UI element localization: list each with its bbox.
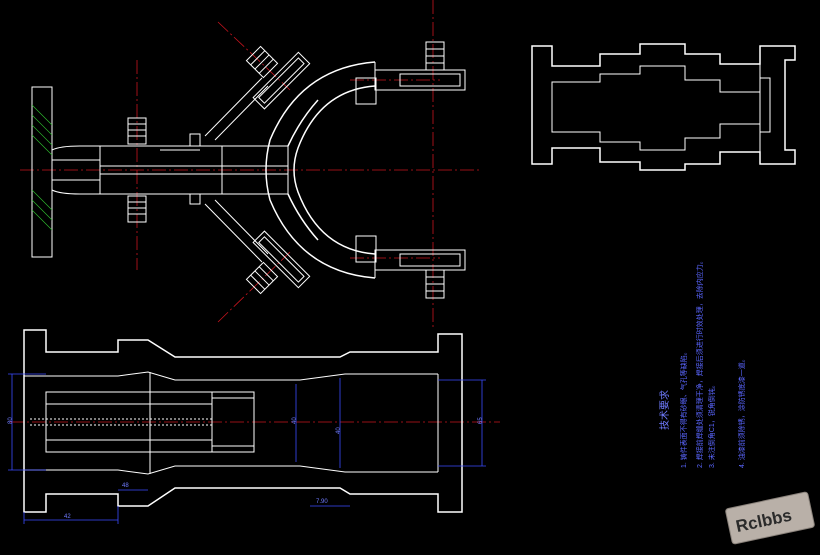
dim-label-left-height: 80 <box>8 417 14 424</box>
diag-bolt-upper <box>245 45 279 79</box>
notes-line-4: 4. 油漆前须除锈，涂防锈底漆一道。 <box>737 355 746 468</box>
fork-inner-arc <box>293 85 376 255</box>
diag-tube-upper <box>252 51 311 110</box>
fork-lower-link <box>287 193 319 241</box>
dim-label-overall: 42 <box>64 514 71 520</box>
notes-line-3: 3. 未注倒角C1，锐角倒钝。 <box>707 381 716 468</box>
rclbbs-watermark-logo: Rclbbs <box>725 491 815 545</box>
bolt-upper-right <box>425 41 445 71</box>
bolt-top-left <box>127 117 147 145</box>
dim-label-right-height: 65 <box>478 417 484 424</box>
fork-assembly-view <box>20 0 480 330</box>
notes-title: 技术要求 <box>658 390 671 430</box>
diag-tube-lower <box>252 230 311 289</box>
dim-label-inner-b: 40 <box>336 427 342 434</box>
small-fitting-bottom <box>189 193 201 205</box>
flange-body <box>31 86 53 258</box>
bolt-bottom-left <box>127 195 147 223</box>
technical-notes: 技术要求 1. 铸件表面不得有砂眼、气孔等缺陷。 2. 焊接前焊缝处须清理干净，… <box>658 257 746 468</box>
dim-label-step: 48 <box>122 483 129 489</box>
tube-upper-right <box>355 69 466 105</box>
fork-upper-link <box>287 99 319 147</box>
notes-line-1: 1. 铸件表面不得有砂眼、气孔等缺陷。 <box>679 348 688 468</box>
flange-neck <box>51 145 100 195</box>
dim-label-inner-a: 40 <box>292 417 298 424</box>
diag-bolt-lower <box>245 261 279 295</box>
tube-lower-right <box>355 235 466 271</box>
flange-hatching <box>31 104 53 231</box>
body-section-view: 80 40 40 65 48 7.90 42 <box>8 329 500 524</box>
small-fitting-top <box>189 133 201 147</box>
centerline-diag-upper <box>217 21 291 91</box>
shaft-body <box>99 145 289 195</box>
dim-label-width: 7.90 <box>316 499 328 505</box>
bolt-lower-right <box>425 269 445 299</box>
sleeve-section-view <box>531 43 796 171</box>
notes-line-2: 2. 焊接前焊缝处须清理干净，焊接后须进行时效处理，去除内应力。 <box>695 257 704 468</box>
dimension-lines <box>8 373 486 524</box>
fork-outer-arc <box>265 61 376 279</box>
